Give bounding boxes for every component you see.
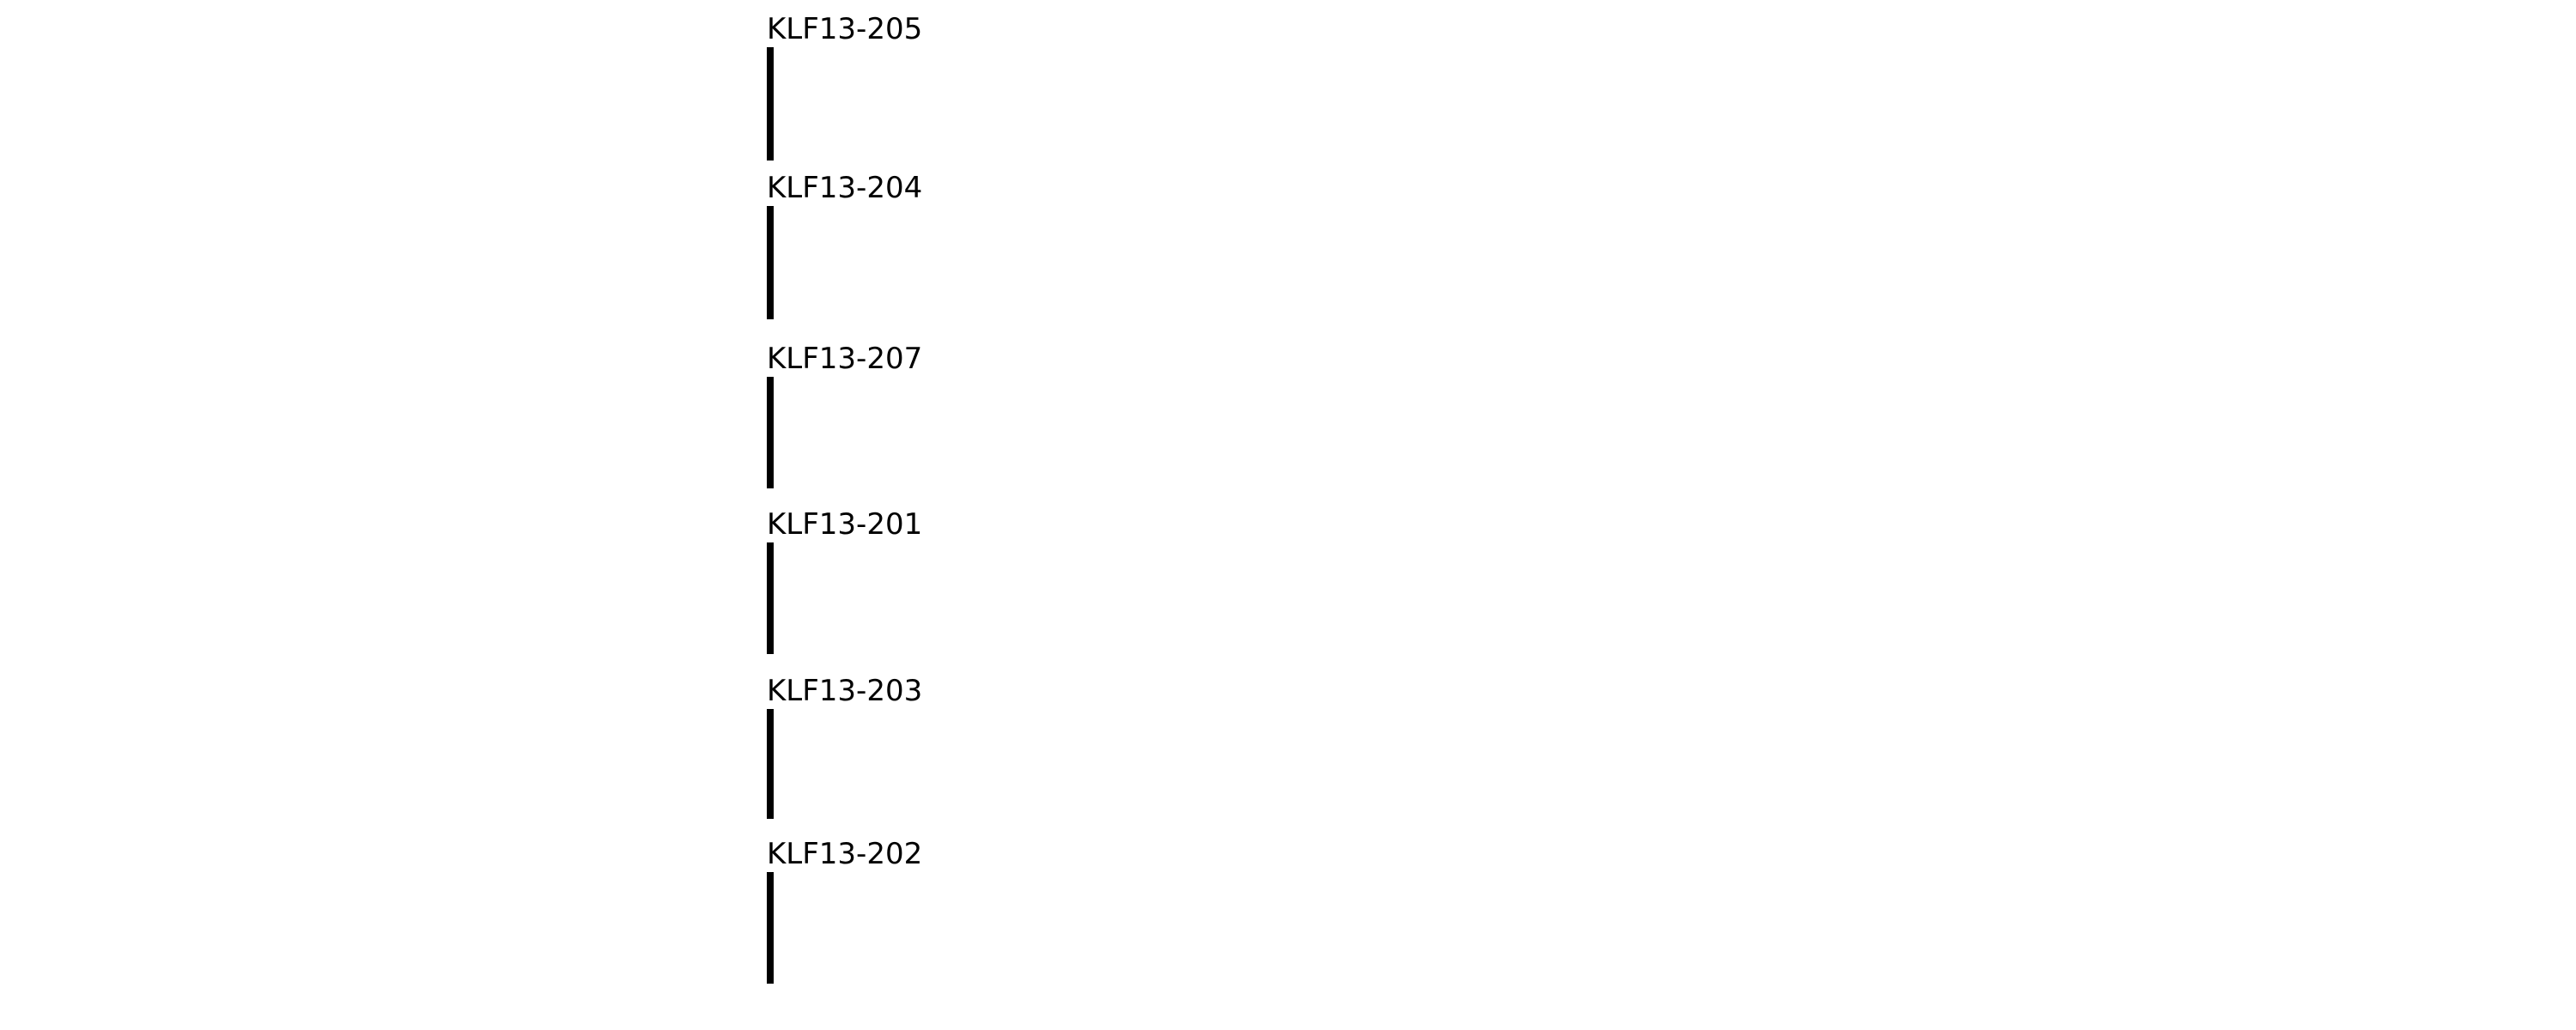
transcript-label: KLF13-202 — [767, 837, 923, 871]
transcript-body[interactable] — [767, 377, 774, 488]
transcript-track[interactable]: KLF13-202 — [767, 838, 1127, 984]
transcript-track[interactable]: KLF13-207 — [767, 342, 1130, 488]
transcript-body[interactable] — [767, 872, 774, 984]
transcript-track[interactable]: KLF13-204 — [767, 172, 985, 319]
transcript-body[interactable] — [767, 47, 774, 161]
transcript-body[interactable] — [767, 206, 774, 319]
transcript-label: KLF13-203 — [767, 674, 923, 708]
transcript-track[interactable]: KLF13-201 — [767, 508, 1812, 654]
transcript-label: KLF13-205 — [767, 12, 923, 46]
transcript-label: KLF13-201 — [767, 507, 923, 542]
transcript-label: KLF13-204 — [767, 171, 923, 205]
transcript-label: KLF13-207 — [767, 342, 923, 376]
transcript-track[interactable]: KLF13-203 — [767, 675, 939, 819]
transcript-body[interactable] — [767, 542, 774, 654]
transcript-body[interactable] — [767, 709, 774, 819]
transcript-track[interactable]: KLF13-205 — [767, 13, 1071, 161]
